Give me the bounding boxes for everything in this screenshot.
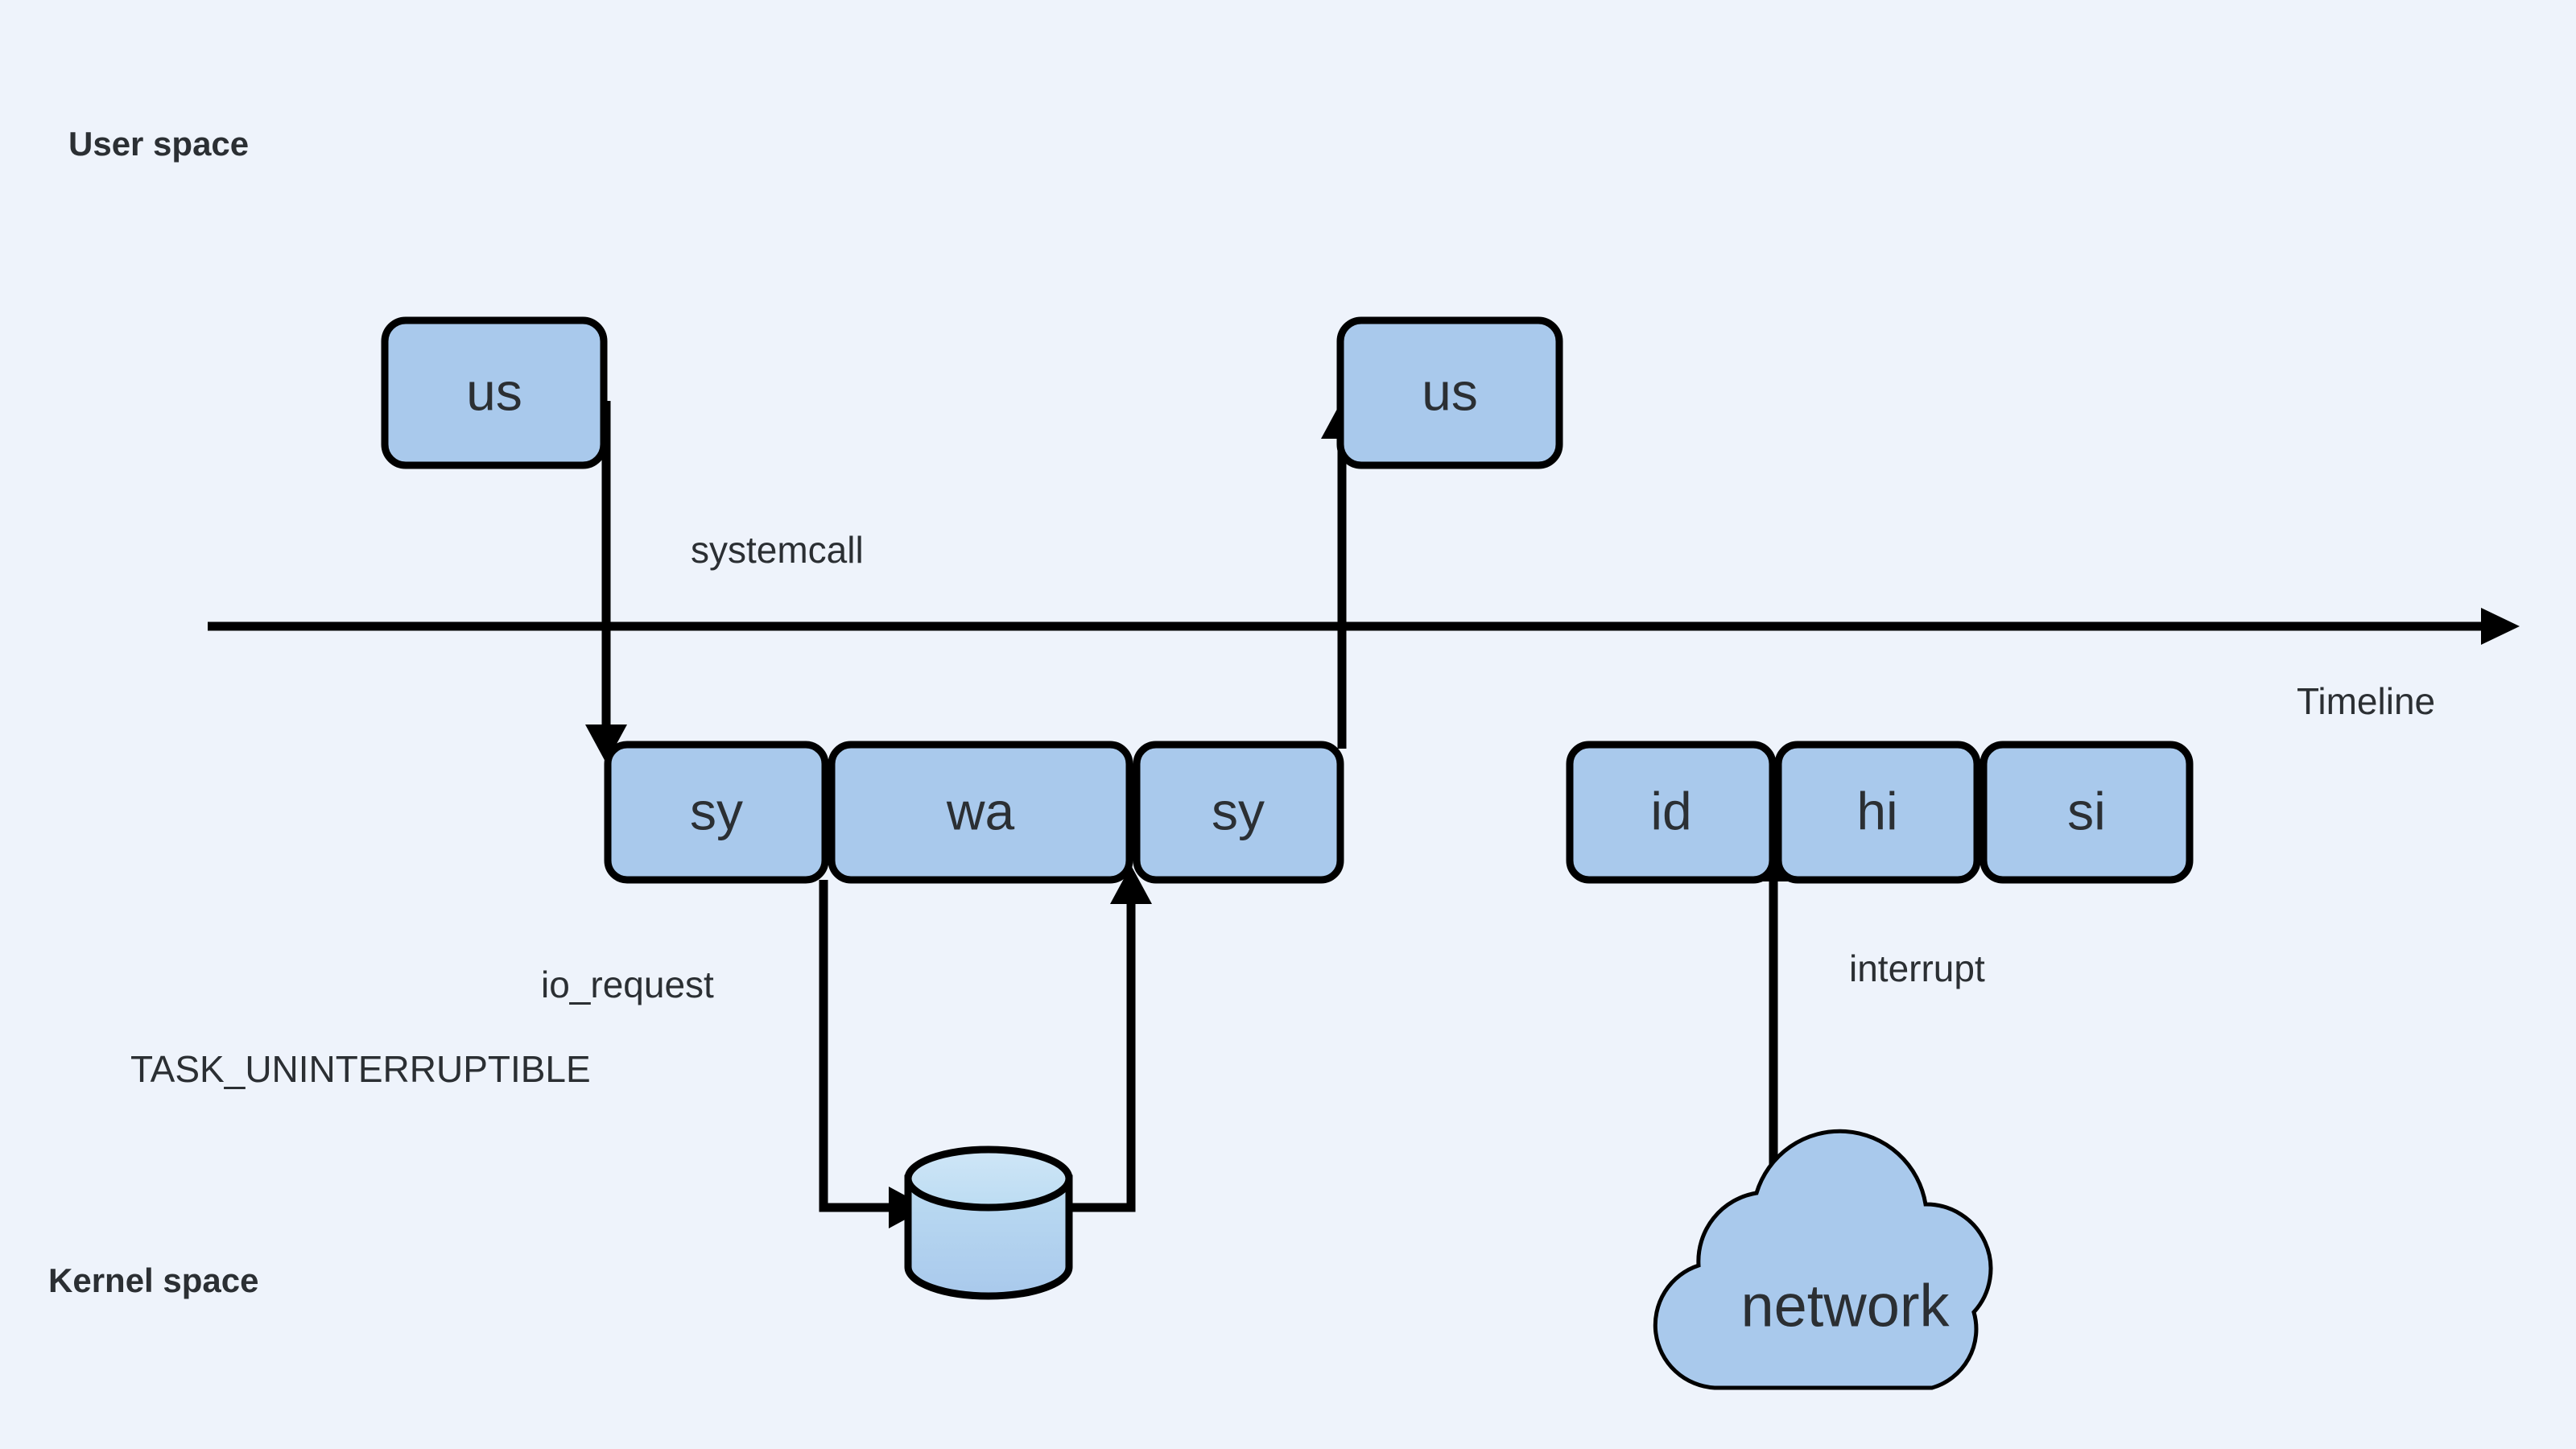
database-cylinder bbox=[904, 1146, 1073, 1300]
kernel-box-label-sy-1: sy bbox=[690, 781, 743, 840]
kernel-box-id[interactable] bbox=[1566, 741, 1777, 884]
kernel-box-label-sy-2: sy bbox=[1212, 781, 1265, 840]
kernel-box-hi[interactable] bbox=[1774, 741, 1981, 884]
io-request-label: io_request bbox=[541, 964, 714, 1005]
user-box-us-2[interactable] bbox=[1336, 316, 1563, 469]
user-box-label-1: us bbox=[466, 361, 522, 421]
kernel-space-label: Kernel space bbox=[48, 1261, 259, 1299]
kernel-box-sy-2[interactable] bbox=[1133, 741, 1344, 884]
user-space-label: User space bbox=[68, 125, 250, 163]
kernel-box-group bbox=[604, 741, 2194, 884]
user-box-label-2: us bbox=[1422, 361, 1478, 421]
task-uninterruptible-label: TASK_UNINTERRUPTIBLE bbox=[130, 1048, 591, 1090]
interrupt-label: interrupt bbox=[1849, 947, 1985, 989]
network-cloud bbox=[1653, 1129, 1993, 1390]
kernel-box-label-si: si bbox=[2067, 781, 2106, 840]
timeline-axis bbox=[208, 608, 2520, 645]
io-completion-path bbox=[1071, 865, 1152, 1212]
timeline-label: Timeline bbox=[2297, 680, 2436, 722]
kernel-box-label-wa: wa bbox=[946, 781, 1015, 840]
user-box-us-1[interactable] bbox=[381, 316, 608, 469]
kernel-box-label-id: id bbox=[1650, 781, 1691, 840]
systemcall-arrow bbox=[585, 401, 627, 763]
kernel-box-si[interactable] bbox=[1979, 741, 2194, 884]
kernel-box-label-hi: hi bbox=[1856, 781, 1897, 840]
kernel-box-wa[interactable] bbox=[828, 741, 1133, 884]
user-box-group bbox=[381, 316, 1563, 469]
systemcall-label: systemcall bbox=[691, 529, 864, 571]
network-cloud-label: network bbox=[1740, 1273, 1950, 1340]
kernel-box-sy-1[interactable] bbox=[604, 741, 829, 884]
